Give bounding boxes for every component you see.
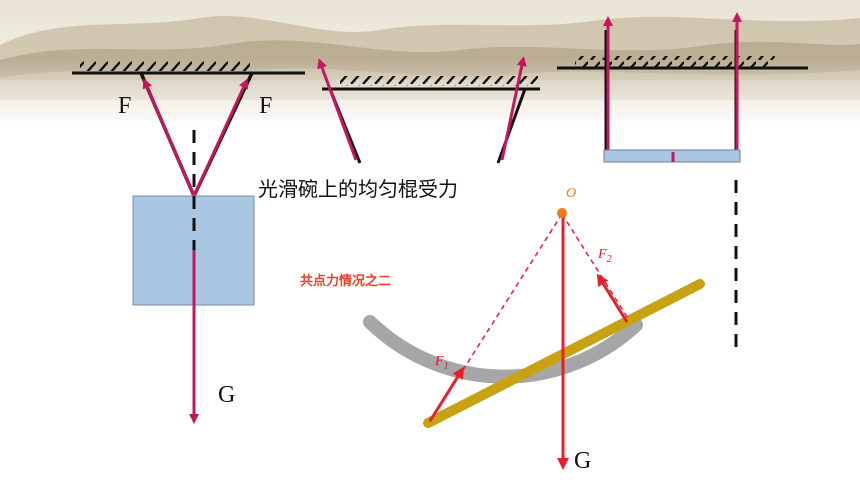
label-f1: F1 bbox=[435, 354, 449, 372]
ceiling-hatch-middle bbox=[340, 76, 538, 86]
bowl-diagram bbox=[363, 208, 705, 470]
force-arrow-f2 bbox=[596, 273, 629, 323]
middle-force-arrow-right bbox=[500, 56, 527, 161]
left-diagram bbox=[72, 60, 305, 424]
force-arrow-f-right bbox=[192, 78, 249, 197]
label-g-bowl: G bbox=[574, 448, 592, 474]
ceiling-hatch-left bbox=[80, 60, 250, 71]
force-arrow-f-left bbox=[142, 78, 196, 197]
point-o-dot bbox=[557, 208, 567, 218]
label-f-left: F bbox=[118, 93, 132, 119]
dashed-line-o-to-contact bbox=[561, 213, 630, 321]
caption-rod-in-bowl: 光滑碗上的均匀棍受力 bbox=[258, 177, 458, 201]
label-point-o: O bbox=[566, 186, 577, 201]
bowl-arc bbox=[363, 315, 643, 384]
label-f2: F2 bbox=[598, 247, 612, 265]
force-arrow-f1 bbox=[428, 366, 465, 422]
right-diagram bbox=[557, 12, 808, 355]
subtitle-concurrent-forces: 共点力情况之二 bbox=[300, 274, 392, 289]
label-g-left: G bbox=[218, 382, 236, 408]
ceiling-hatch-right bbox=[575, 56, 775, 67]
middle-force-arrow-left bbox=[317, 58, 358, 161]
middle-diagram bbox=[317, 56, 540, 164]
label-f-right: F bbox=[259, 93, 273, 119]
